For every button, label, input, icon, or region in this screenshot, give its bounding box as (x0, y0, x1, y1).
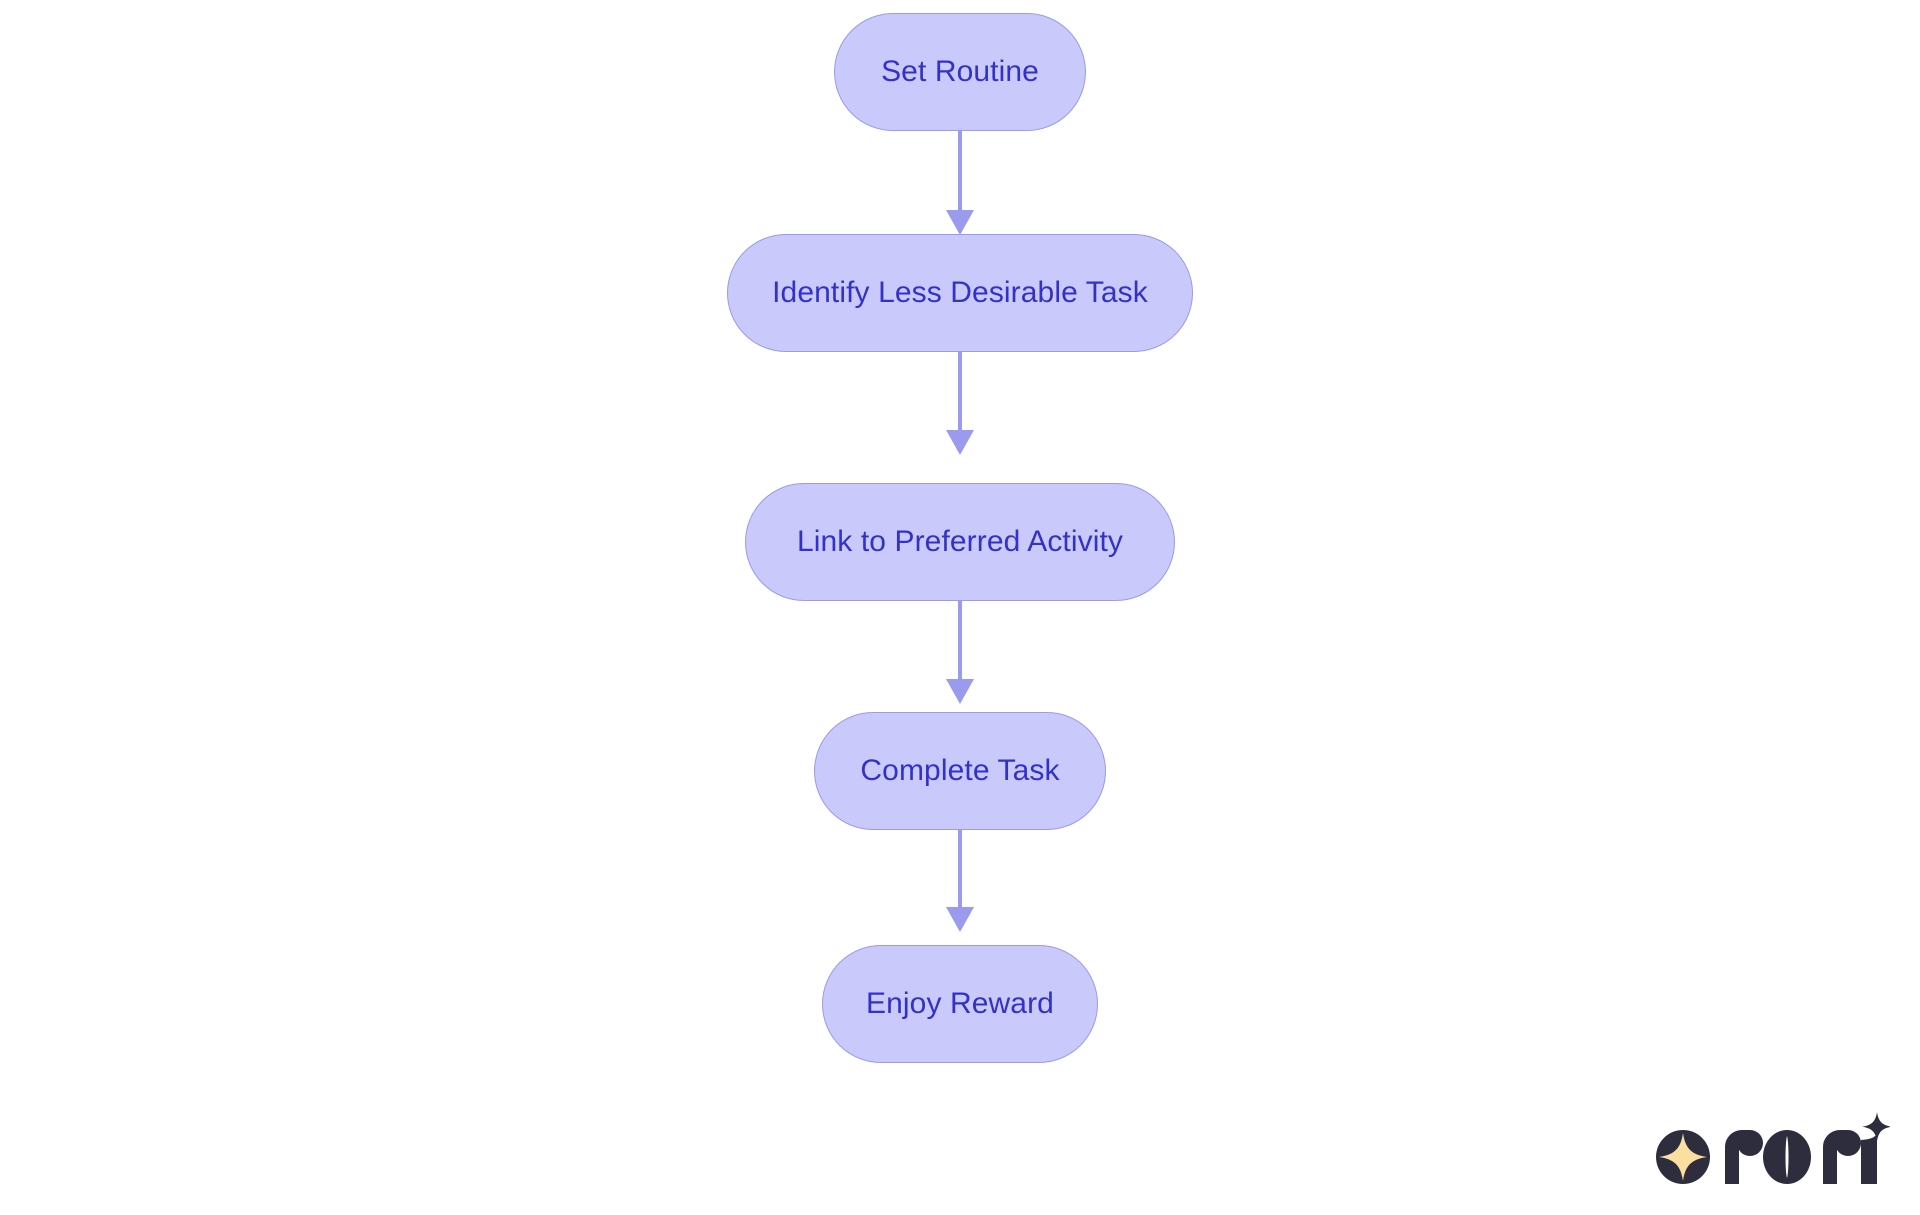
flow-node-link-to-preferred-activity[interactable]: Link to Preferred Activity (745, 483, 1175, 601)
edge-arrowhead-icon (946, 210, 974, 235)
flow-node-identify-less-desirable-task[interactable]: Identify Less Desirable Task (727, 234, 1193, 352)
flow-node-label: Identify Less Desirable Task (772, 276, 1148, 309)
edge-line (958, 601, 962, 679)
brand-logo (1655, 1112, 1892, 1192)
flow-edge-n3-n4 (946, 601, 974, 704)
edge-arrowhead-icon (946, 679, 974, 704)
edge-line (958, 131, 962, 210)
flow-node-label: Enjoy Reward (866, 987, 1054, 1020)
flow-node-label: Complete Task (860, 754, 1060, 787)
brand-logo-svg (1656, 1112, 1892, 1184)
edge-arrowhead-icon (946, 907, 974, 932)
brand-wordmark (1725, 1112, 1892, 1184)
flow-node-complete-task[interactable]: Complete Task (814, 712, 1106, 830)
flow-node-label: Link to Preferred Activity (796, 525, 1124, 558)
flow-node-label: Set Routine (881, 55, 1039, 88)
flow-node-enjoy-reward[interactable]: Enjoy Reward (822, 945, 1098, 1063)
flow-edge-n2-n3 (946, 352, 974, 455)
edge-line (958, 830, 962, 907)
edge-line (958, 352, 962, 430)
flow-node-set-routine[interactable]: Set Routine (834, 13, 1086, 131)
edge-arrowhead-icon (946, 430, 974, 455)
flow-edge-n1-n2 (946, 131, 974, 235)
sparkle-icon (1656, 1130, 1710, 1184)
flow-edge-n4-n5 (946, 830, 974, 932)
